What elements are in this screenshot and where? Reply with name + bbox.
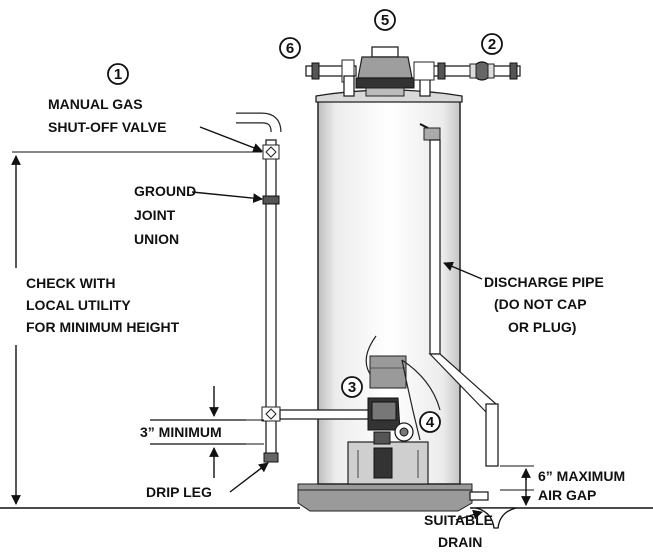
drain-funnel [475, 507, 517, 529]
svg-text:SUITABLE: SUITABLE [424, 512, 493, 528]
svg-text:AIR GAP: AIR GAP [538, 487, 596, 503]
gas-control-valve [365, 335, 441, 442]
svg-text:UNION: UNION [134, 231, 179, 247]
svg-text:MANUAL GAS: MANUAL GAS [48, 96, 143, 112]
svg-text:3” MINIMUM: 3” MINIMUM [140, 424, 222, 440]
label-suitable-drain: SUITABLE DRAIN [424, 509, 493, 550]
svg-text:JOINT: JOINT [134, 207, 176, 223]
svg-text:4: 4 [426, 414, 435, 431]
label-3in-minimum: 3” MINIMUM [140, 386, 264, 478]
label-air-gap: 6” MAXIMUM AIR GAP [500, 465, 625, 506]
height-dimension-line [11, 151, 262, 505]
drain-pan [297, 483, 489, 512]
gas-supply-line [236, 112, 373, 463]
svg-text:OR PLUG): OR PLUG) [508, 319, 576, 335]
callout-2: 2 [481, 33, 503, 55]
label-discharge-pipe: DISCHARGE PIPE (DO NOT CAP OR PLUG) [443, 261, 604, 335]
cold-water-inlet [305, 59, 357, 97]
label-drip-leg: DRIP LEG [146, 462, 269, 500]
svg-text:FOR MINIMUM HEIGHT: FOR MINIMUM HEIGHT [26, 319, 180, 335]
svg-text:6” MAXIMUM: 6” MAXIMUM [538, 468, 625, 484]
callout-3: 3 [341, 376, 363, 398]
label-manual-gas-valve: MANUAL GAS SHUT-OFF VALVE [48, 96, 263, 153]
svg-text:5: 5 [381, 12, 389, 29]
callout-6: 6 [279, 37, 301, 59]
svg-text:DRAIN: DRAIN [438, 534, 482, 550]
label-ground-joint-union: GROUND JOINT UNION [134, 183, 263, 247]
hot-water-outlet [413, 61, 521, 97]
draft-hood [355, 46, 415, 97]
svg-text:CHECK WITH: CHECK WITH [26, 275, 115, 291]
svg-text:LOCAL UTILITY: LOCAL UTILITY [26, 297, 131, 313]
svg-text:DISCHARGE PIPE: DISCHARGE PIPE [484, 274, 604, 290]
svg-text:3: 3 [348, 379, 356, 396]
label-check-utility: CHECK WITH LOCAL UTILITY FOR MINIMUM HEI… [26, 275, 180, 335]
svg-text:SHUT-OFF VALVE: SHUT-OFF VALVE [48, 119, 166, 135]
callout-4: 4 [419, 411, 441, 433]
burner-access-cover [347, 431, 429, 485]
relief-valve-and-discharge-pipe [419, 123, 499, 467]
callout-1: 1 [107, 63, 129, 85]
callout-5: 5 [374, 9, 396, 31]
svg-text:GROUND: GROUND [134, 183, 196, 199]
svg-text:DRIP LEG: DRIP LEG [146, 484, 212, 500]
svg-text:2: 2 [488, 36, 496, 53]
svg-text:(DO NOT CAP: (DO NOT CAP [494, 296, 587, 312]
svg-text:1: 1 [114, 66, 122, 83]
svg-text:6: 6 [286, 40, 294, 57]
